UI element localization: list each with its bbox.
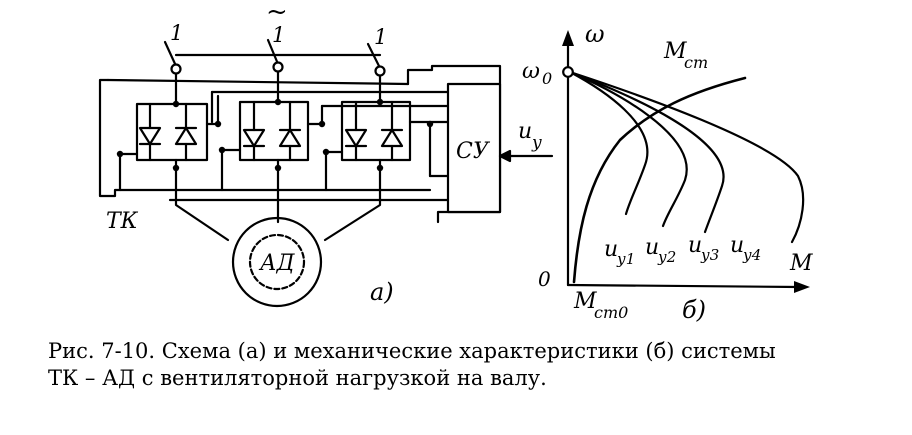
origin-label: 0 bbox=[538, 267, 551, 291]
converter-label: ТК bbox=[106, 209, 139, 234]
torque-axis-label: M bbox=[789, 251, 813, 276]
supply-lines bbox=[163, 38, 386, 106]
characteristic-uy3 bbox=[568, 70, 725, 234]
motor-wires bbox=[174, 158, 382, 242]
curve-label-uy1-sub: у1 bbox=[616, 250, 635, 268]
phase-mark-1: 1 bbox=[170, 21, 183, 45]
load-curve-sub: ст bbox=[684, 53, 708, 72]
curve-label-uy2: u bbox=[645, 235, 659, 260]
characteristic-uy1 bbox=[568, 70, 649, 216]
curve-label-uy4: u bbox=[730, 233, 744, 258]
figure-caption: Рис. 7-10. Схема (а) и механические хара… bbox=[48, 338, 898, 392]
characteristics-chart bbox=[562, 30, 810, 293]
motor-label: АД bbox=[258, 251, 296, 276]
characteristic-uy4 bbox=[568, 70, 805, 244]
control-input-label: u bbox=[518, 119, 532, 144]
load-curve-label: M bbox=[663, 39, 687, 64]
torque-axis-arrow bbox=[794, 281, 810, 293]
omega-axis-arrow bbox=[562, 30, 574, 46]
thyristor-cell-2 bbox=[220, 100, 324, 192]
mst0-label: M bbox=[573, 289, 597, 314]
omega0-point bbox=[562, 66, 574, 78]
mst0-sub: ст0 bbox=[594, 303, 628, 322]
curve-labels: u у1 u у2 u у3 u у4 bbox=[604, 233, 761, 268]
omega-axis-label: ω bbox=[585, 20, 605, 48]
phase-mark-2: 1 bbox=[272, 23, 285, 47]
curve-label-uy2-sub: у2 bbox=[657, 248, 676, 266]
curve-label-uy1: u bbox=[604, 237, 618, 262]
load-curve bbox=[572, 76, 747, 284]
torque-axis bbox=[566, 283, 800, 289]
chart-panel-tag: б) bbox=[682, 296, 706, 324]
phase-mark-3: 1 bbox=[374, 25, 387, 49]
curve-label-uy3: u bbox=[688, 233, 702, 258]
control-input-sub: у bbox=[531, 133, 542, 153]
control-input-arrow bbox=[498, 149, 554, 163]
caption-line-2: ТК – АД с вентиляторной нагрузкой на вал… bbox=[48, 366, 547, 390]
junction-dots bbox=[116, 98, 434, 172]
circuit-panel-tag: а) bbox=[370, 278, 394, 306]
control-block-label: СУ bbox=[456, 139, 491, 164]
caption-line-1: Рис. 7-10. Схема (а) и механические хара… bbox=[48, 339, 776, 363]
curve-label-uy4-sub: у4 bbox=[742, 246, 761, 264]
control-system-block bbox=[446, 82, 502, 214]
wiring-frames bbox=[98, 64, 502, 224]
circuit-diagram bbox=[98, 38, 554, 308]
omega0-label: ω bbox=[522, 59, 540, 84]
curve-label-uy3-sub: у3 bbox=[700, 246, 719, 264]
characteristic-uy2 bbox=[568, 70, 688, 228]
motor-symbol bbox=[231, 216, 323, 308]
omega0-sub: 0 bbox=[542, 69, 552, 88]
thyristor-cell-1 bbox=[118, 102, 220, 192]
ac-symbol: ~ bbox=[266, 0, 288, 27]
